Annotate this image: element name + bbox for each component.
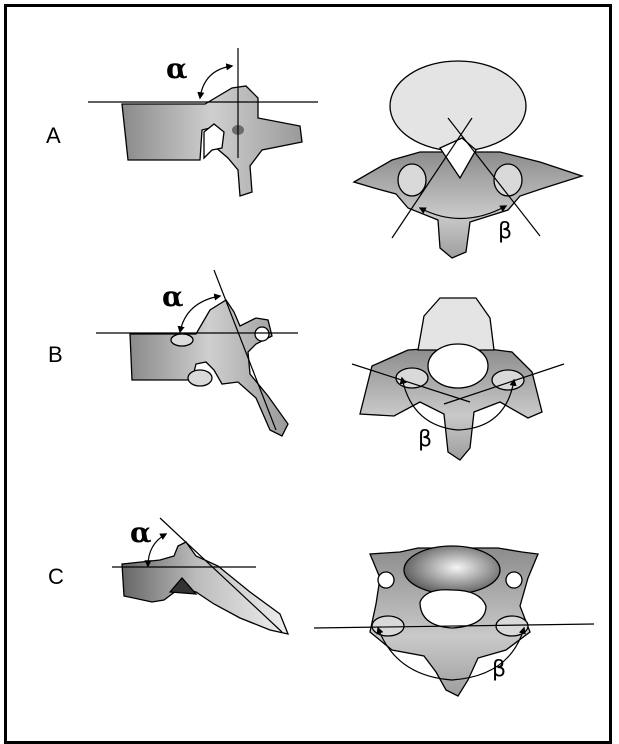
row-label-c: C [48,564,64,589]
alpha-symbol-a: α [166,52,188,85]
cervical-side-view: α [112,516,288,634]
row-label-b: B [48,342,63,367]
alpha-symbol-c: α [130,516,152,549]
row-b: B α β [48,270,564,460]
row-label-a: A [46,123,61,148]
row-a: A α β [46,48,582,258]
row-c: C α β [48,516,594,696]
lumbar-side-view: α [88,48,318,196]
beta-symbol-a: β [498,219,512,244]
beta-symbol-c: β [492,657,506,682]
thoracic-axial-view: β [352,298,564,460]
thoracic-side-view: α [96,270,298,436]
cervical-axial-view: β [314,546,594,696]
alpha-symbol-b: α [162,280,184,313]
lumbar-axial-view: β [354,61,582,258]
beta-symbol-b: β [418,427,432,452]
